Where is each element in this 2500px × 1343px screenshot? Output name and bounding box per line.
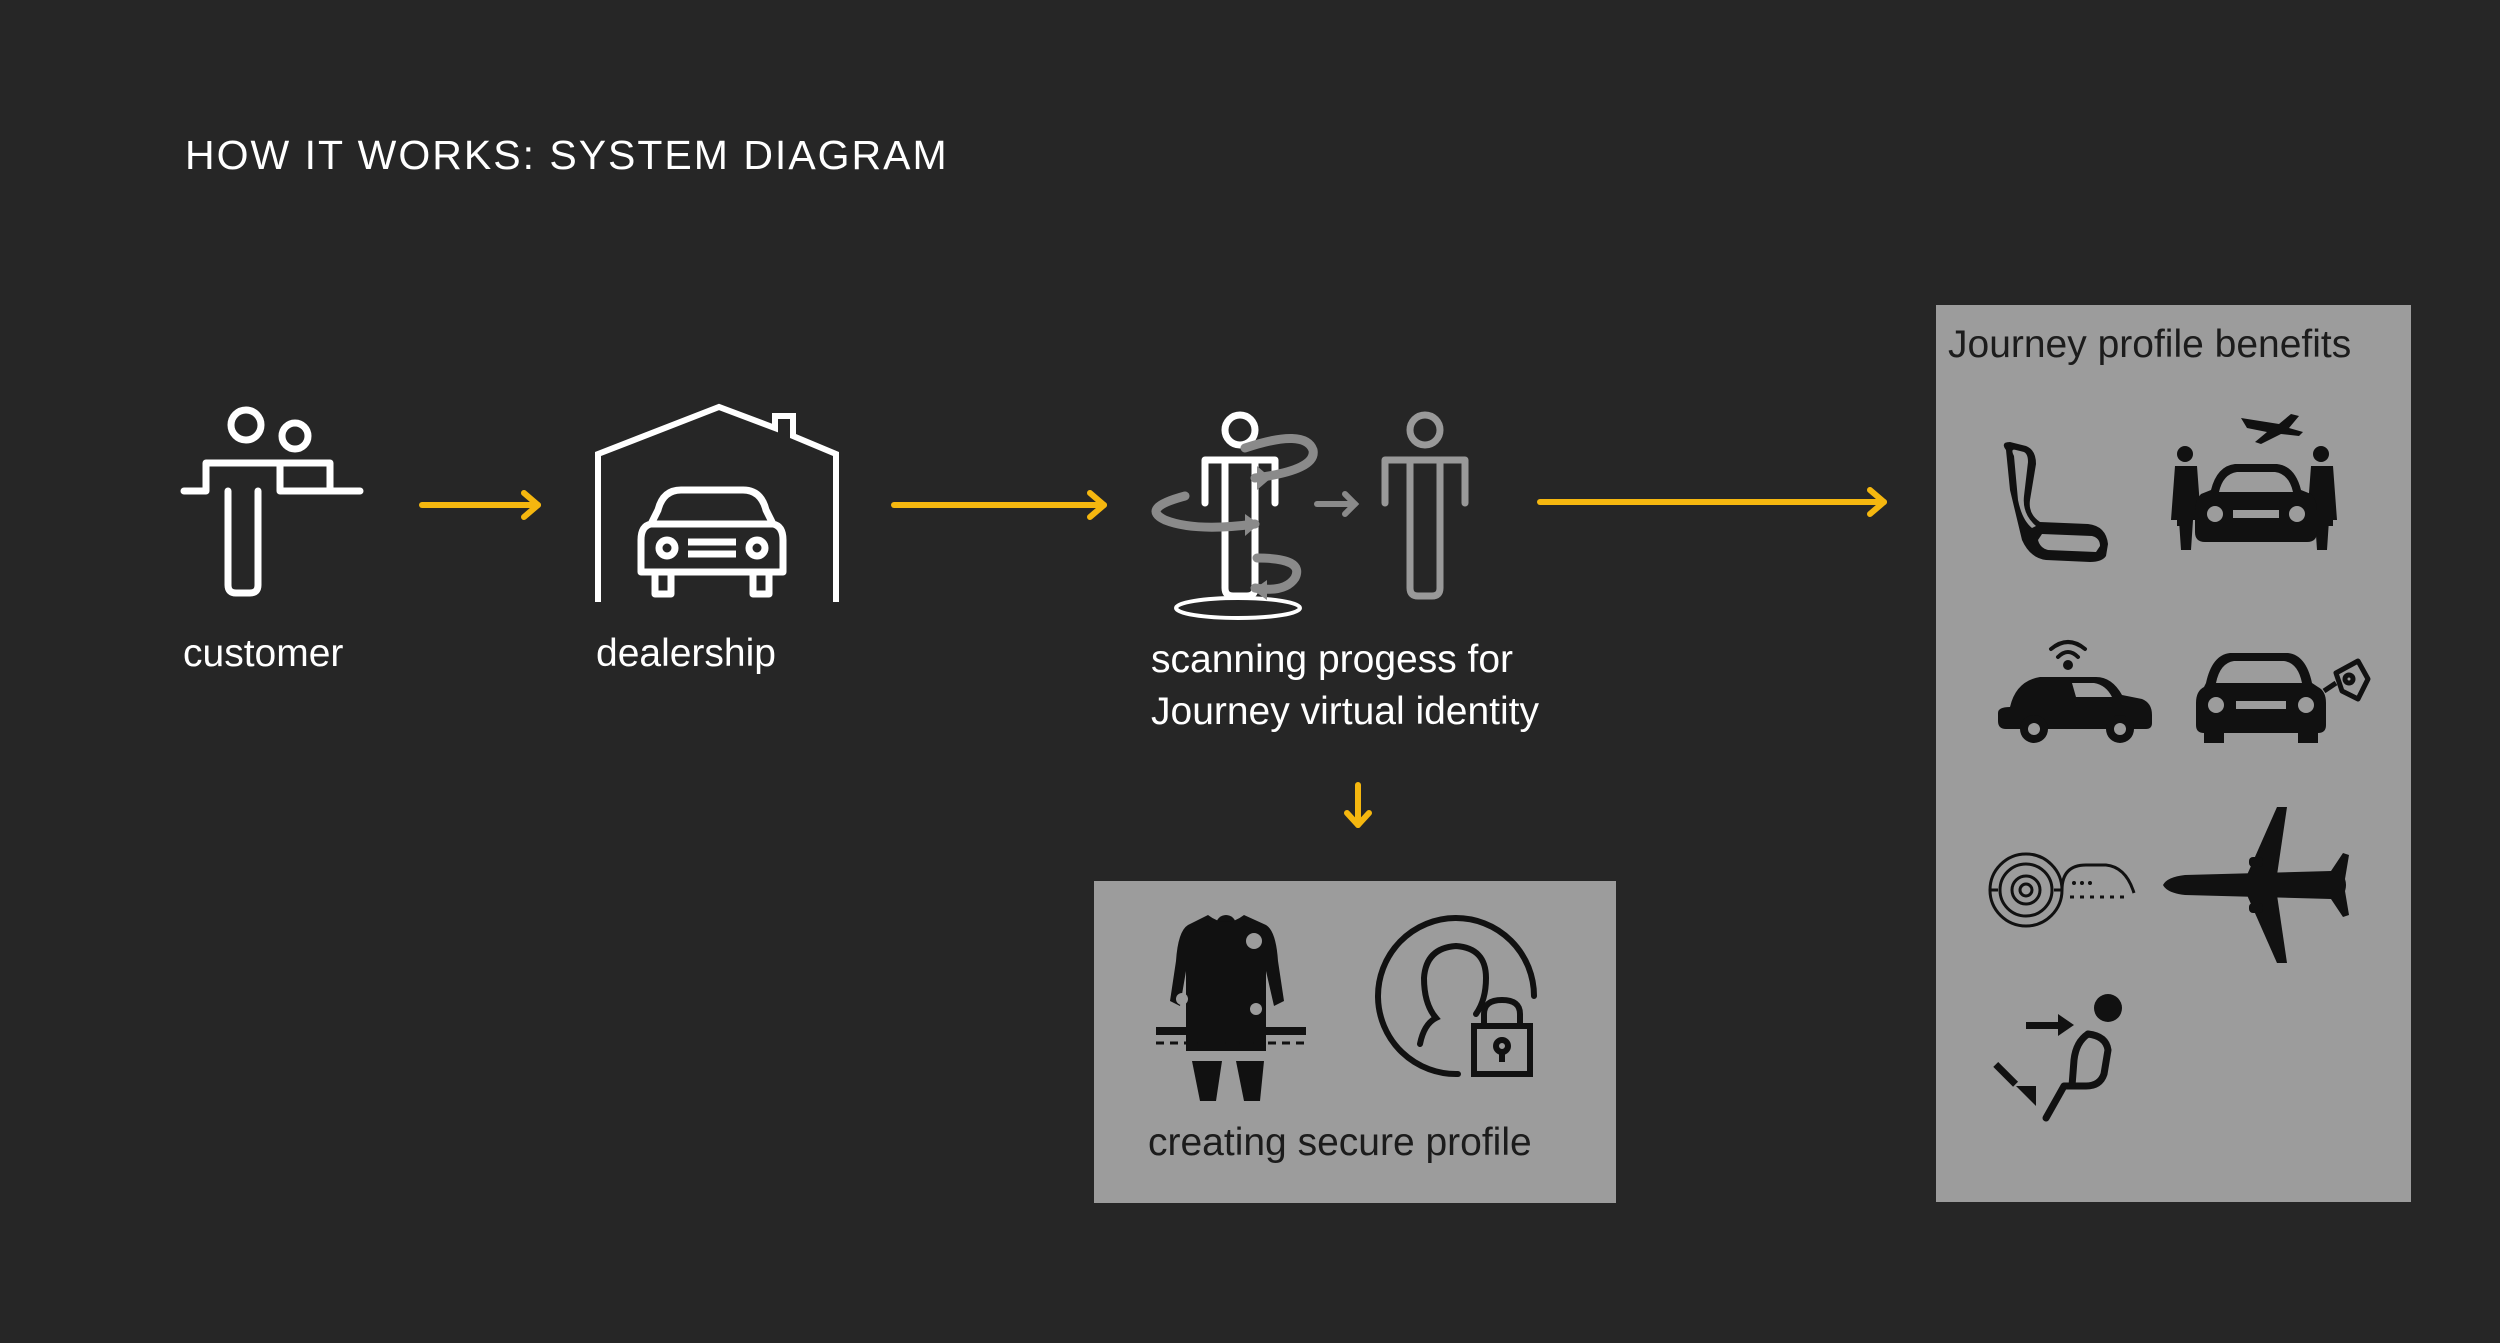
arrow-right <box>891 490 1107 520</box>
secure-profile-panel: creating secure profile <box>1094 881 1616 1203</box>
connected-car-icon <box>1998 640 2152 743</box>
locked-profile-icon <box>1375 915 1537 1078</box>
arrow-right <box>419 490 541 520</box>
body-scan-icon <box>1151 411 1469 620</box>
body-measurement-icon <box>1156 915 1306 1101</box>
airport-car-service-icon <box>2171 414 2337 550</box>
benefits-panel: Journey profile benefits <box>1936 305 2411 1202</box>
benefits-title: Journey profile benefits <box>1948 323 2352 366</box>
arrow-right <box>1537 487 1887 517</box>
speedometer-icon <box>1988 852 2136 928</box>
customer-at-counter-icon <box>180 406 364 597</box>
secure-profile-label: creating secure profile <box>1148 1121 1532 1164</box>
car-price-tag-icon <box>2196 653 2371 743</box>
page-title: HOW IT WORKS: SYSTEM DIAGRAM <box>185 132 949 178</box>
scanning-label-line2: Journey virtual identity <box>1151 690 1540 733</box>
scanning-label-line1: scanning progess for <box>1151 638 1514 681</box>
arrow-down <box>1344 782 1372 828</box>
customer-label: customer <box>183 632 344 675</box>
car-in-garage-icon <box>595 403 839 602</box>
seat-adjust-icon <box>1993 994 2122 1122</box>
car-seat-icon <box>2003 442 2108 562</box>
dealership-label: dealership <box>596 632 776 675</box>
airplane-icon <box>2163 807 2349 963</box>
